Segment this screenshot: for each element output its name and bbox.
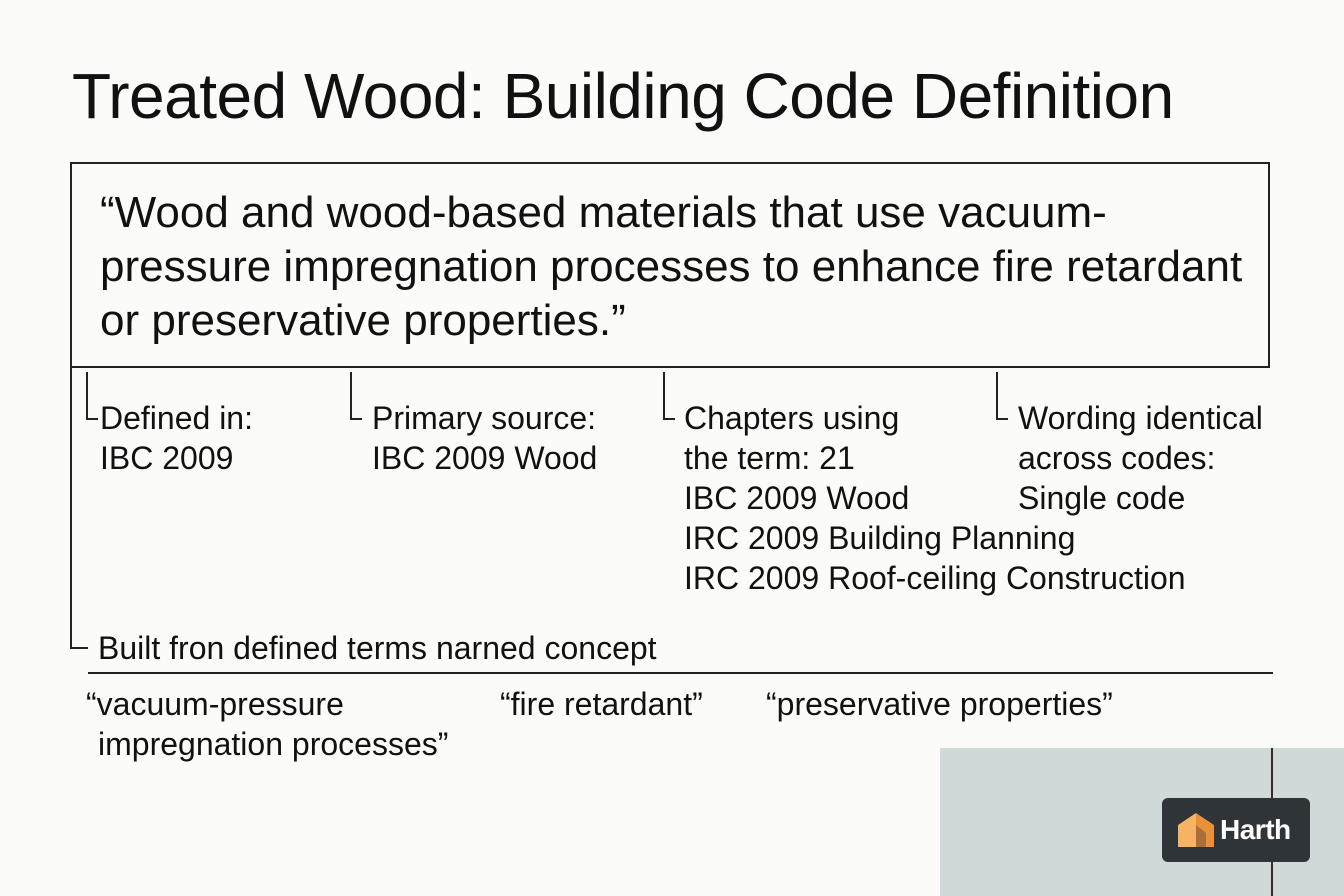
connector-defined-in-tick <box>86 418 98 420</box>
detail-line: Defined in: <box>100 400 253 436</box>
detail-line: IBC 2009 Wood <box>372 440 598 476</box>
detail-line: Chapters using <box>684 400 900 436</box>
detail-line: IRC 2009 Building Planning <box>684 520 1076 556</box>
detail-chapters: Chapters using the term: 21 IBC 2009 Woo… <box>684 398 1186 598</box>
definition-box: “Wood and wood-based materials that use … <box>70 162 1270 368</box>
term-vacuum-pressure: “vacuum-pressure impregnation processes” <box>86 684 448 764</box>
terms-divider <box>88 672 1273 674</box>
detail-defined-in: Defined in: IBC 2009 <box>100 398 253 478</box>
watermark-text: Harth <box>1220 814 1291 845</box>
connector-primary-source-tick <box>350 418 362 420</box>
page-title: Treated Wood: Building Code Definition <box>72 60 1174 132</box>
detail-primary-source: Primary source: IBC 2009 Wood <box>372 398 597 478</box>
detail-line: Wording identical <box>1018 400 1263 436</box>
detail-line: Primary source: <box>372 400 597 436</box>
term-line: “preservative properties” <box>766 686 1113 722</box>
term-fire-retardant: “fire retardant” <box>500 684 703 724</box>
detail-line: the term: 21 <box>684 440 855 476</box>
definition-quote: “Wood and wood-based materials that use … <box>100 188 1243 345</box>
connector-primary-source <box>350 372 352 420</box>
connector-main-horizontal <box>70 647 88 649</box>
terms-heading: Built fron defined terms narned concept <box>98 630 657 666</box>
detail-wording: Wording identical across codes: Single c… <box>1018 398 1263 518</box>
detail-line: IBC 2009 <box>100 440 234 476</box>
detail-line: IBC 2009 Wood <box>684 480 910 516</box>
connector-chapters-tick <box>663 418 675 420</box>
detail-line: IRC 2009 Roof-ceiling Construction <box>684 560 1186 596</box>
connector-wording-tick <box>996 418 1008 420</box>
detail-line: Single code <box>1018 480 1186 516</box>
term-line: impregnation processes” <box>98 726 449 762</box>
connector-chapters <box>663 372 665 420</box>
connector-wording <box>996 372 998 420</box>
house-icon <box>1178 813 1214 847</box>
connector-main-vertical <box>70 368 72 649</box>
term-preservative-properties: “preservative properties” <box>766 684 1113 724</box>
term-line: “fire retardant” <box>500 686 703 722</box>
connector-defined-in <box>86 372 88 420</box>
term-line: “vacuum-pressure <box>86 686 344 722</box>
watermark-logo: Harth <box>1162 798 1310 862</box>
detail-line: across codes: <box>1018 440 1216 476</box>
